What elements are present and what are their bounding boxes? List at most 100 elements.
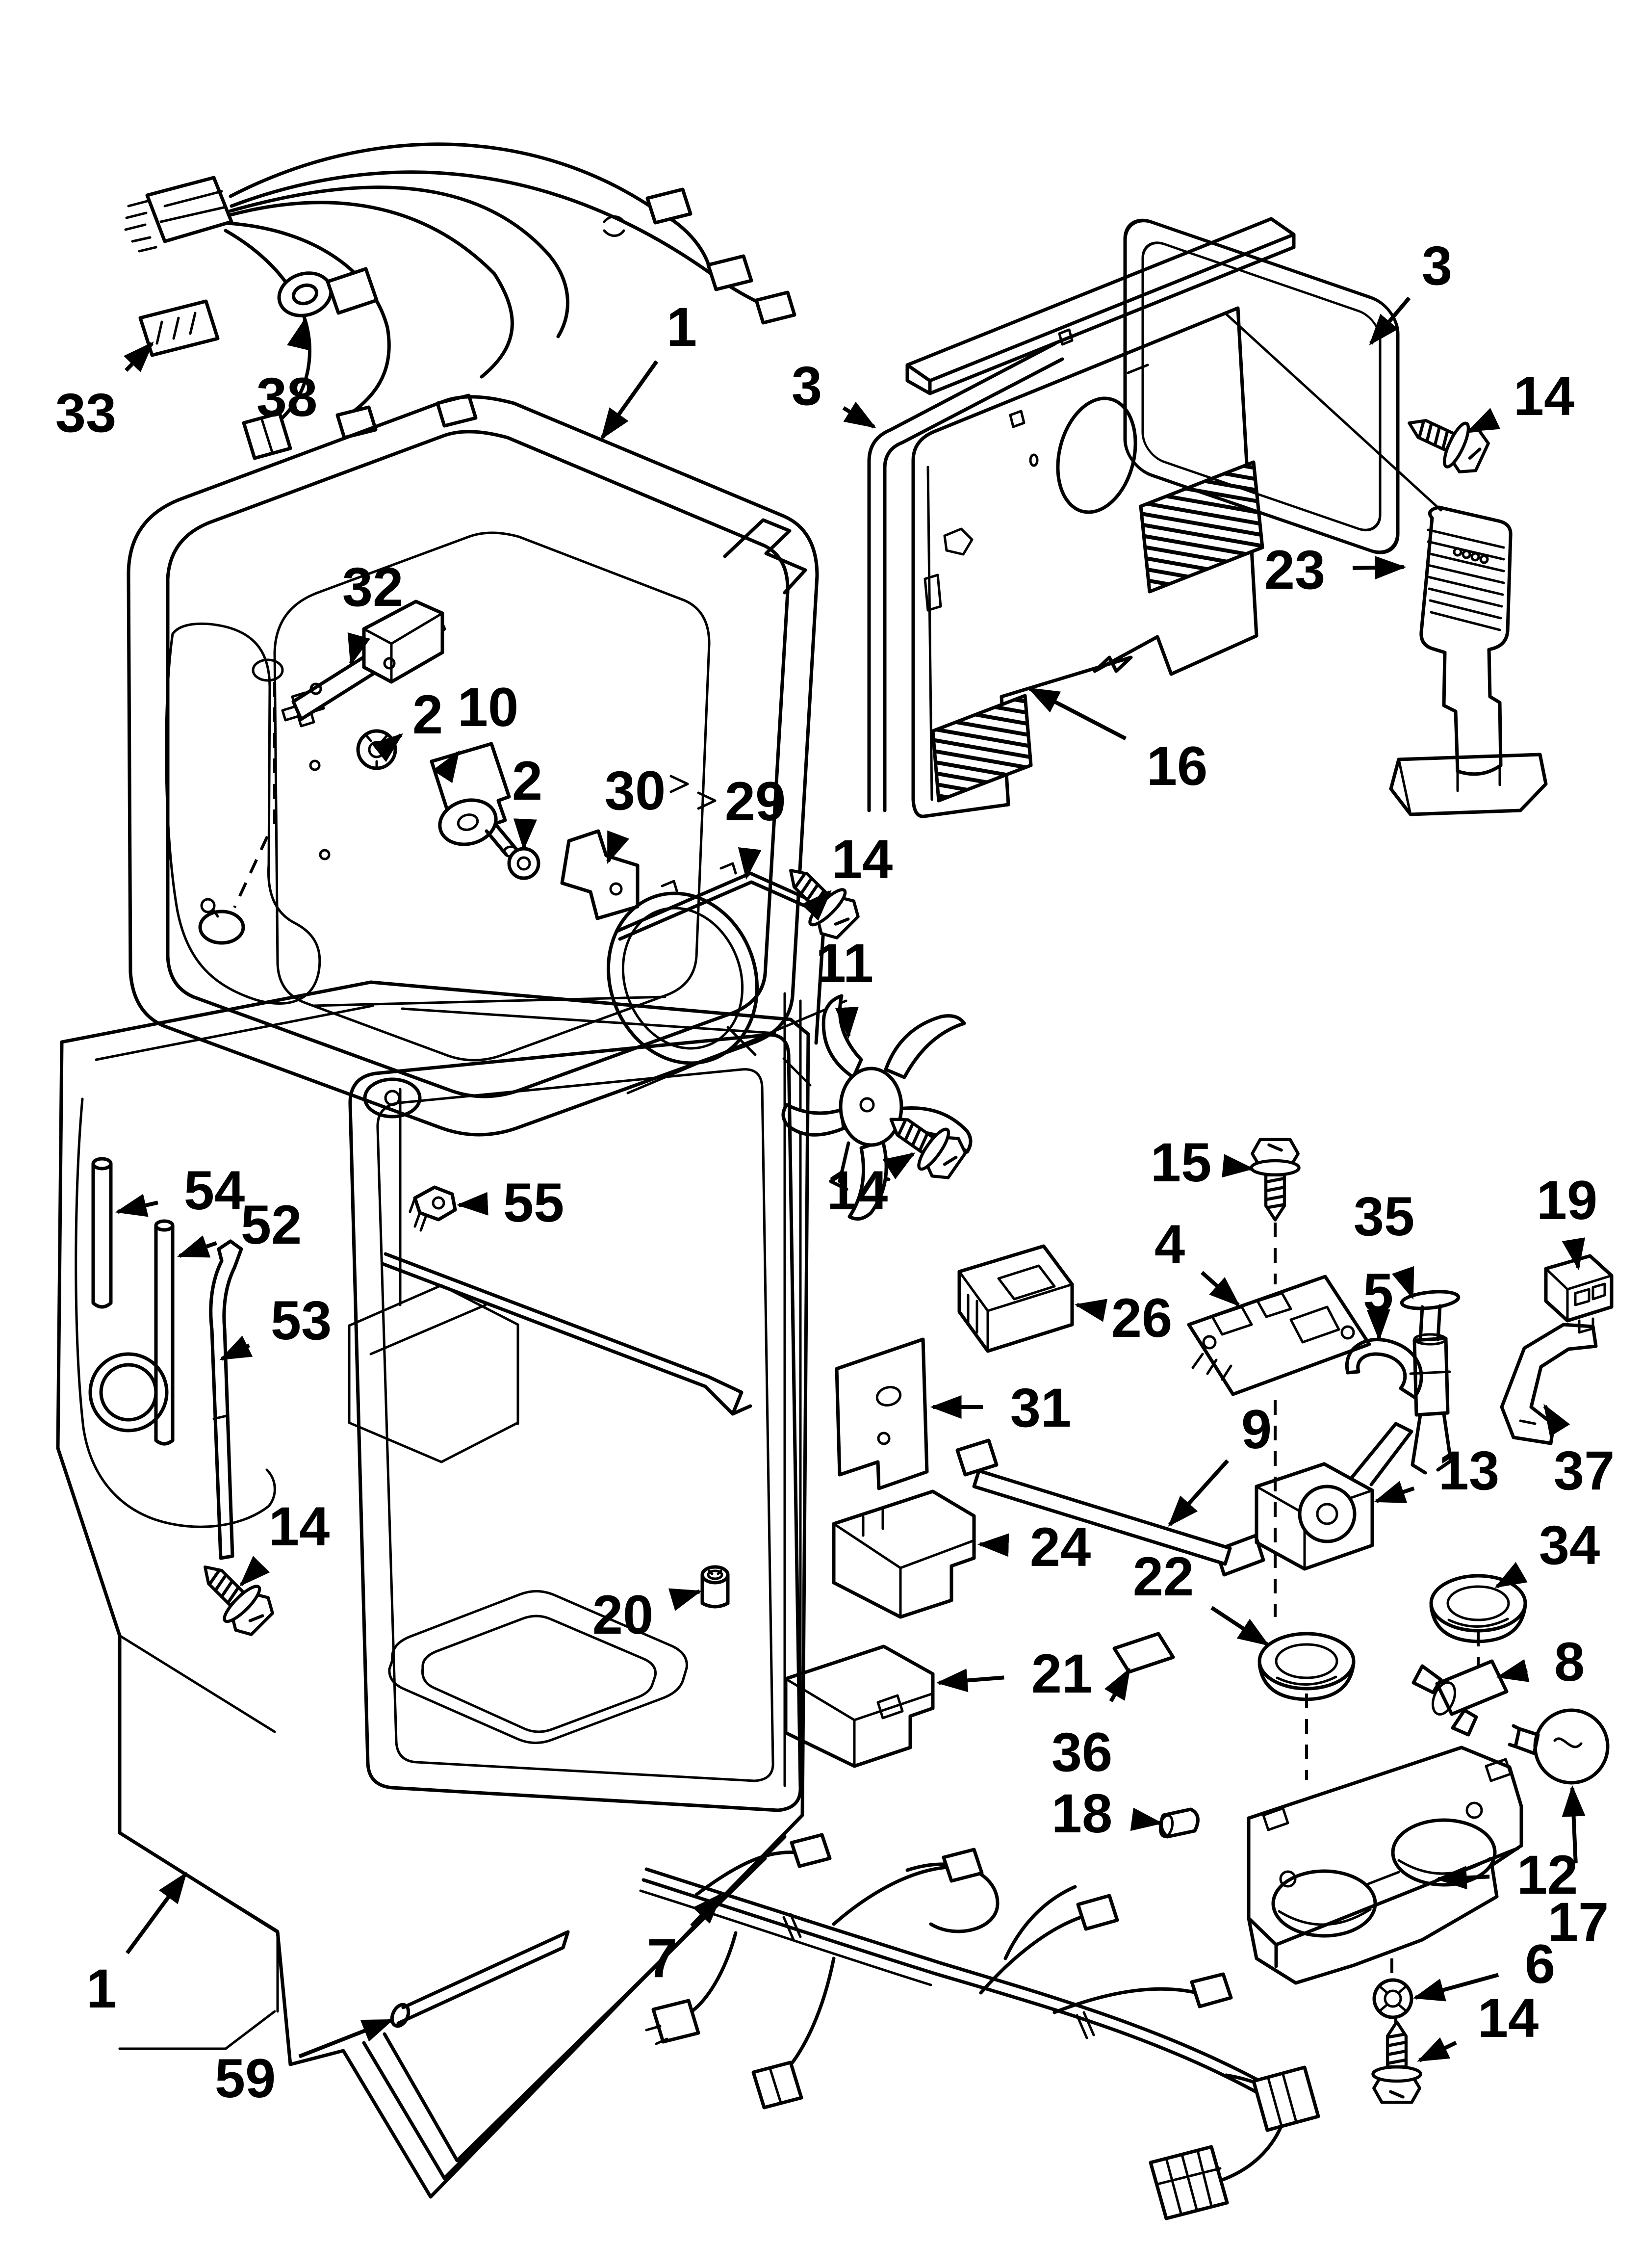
liner-gasket-3-left: [867, 341, 1064, 812]
callout-arrow: [1210, 1606, 1270, 1646]
callout-36-31: 36: [1052, 1668, 1131, 1783]
callout-arrow: [600, 360, 659, 440]
defrost-timer-23: [1389, 505, 1548, 816]
part-number-label: 15: [1151, 1132, 1212, 1193]
part-number-label: 14: [832, 829, 893, 890]
part-number-label: 21: [1031, 1643, 1093, 1704]
callout-arrow: [513, 818, 537, 851]
callout-arrow: [1369, 296, 1411, 346]
callout-arrow: [456, 1192, 488, 1216]
heater-strip-9: [955, 1438, 1232, 1566]
part-number-label: 24: [1030, 1516, 1091, 1578]
lower-liner: [56, 980, 810, 2199]
light-bulb-17: [1508, 1708, 1610, 1785]
part-number-label: 14: [827, 1160, 888, 1221]
part-number-label: 17: [1548, 1891, 1609, 1953]
grommet-28: [198, 835, 269, 945]
callout-arrow: [1562, 1785, 1586, 1864]
callout-arrow: [287, 317, 310, 351]
part-number-label: 59: [215, 2048, 276, 2109]
washer-2b: [507, 847, 540, 880]
part-number-label: 6: [1525, 1933, 1555, 1995]
callout-14-37: 14: [1417, 1987, 1539, 2062]
callout-arrow: [177, 1235, 217, 1258]
drain-tube-59: [390, 1930, 570, 2028]
part-number-label: 5: [1363, 1262, 1393, 1324]
callout-arrow: [842, 401, 876, 429]
callout-19-21: 19: [1537, 1170, 1598, 1271]
callout-21-30: 21: [936, 1643, 1093, 1704]
part-number-label: 52: [241, 1194, 302, 1255]
part-number-label: 14: [1478, 1987, 1539, 2049]
callout-1-2: 1: [600, 296, 697, 440]
callout-arrow: [1562, 1237, 1586, 1271]
part-number-label: 36: [1052, 1721, 1113, 1783]
callout-37-24: 37: [1543, 1404, 1615, 1501]
callout-8-32: 8: [1496, 1631, 1585, 1693]
callout-20-38: 20: [592, 1584, 702, 1645]
part-number-label: 29: [725, 771, 786, 832]
liner-gasket-3-right: [1123, 218, 1400, 554]
part-number-label: 16: [1147, 735, 1208, 797]
callout-15-17: 15: [1151, 1132, 1255, 1193]
callout-arrow: [690, 1893, 723, 1928]
part-number-label: 14: [269, 1496, 330, 1557]
duct-24: [832, 1489, 976, 1619]
part-number-label: 22: [1133, 1546, 1194, 1607]
callout-52-43: 52: [177, 1194, 302, 1258]
callout-arrow: [347, 632, 370, 666]
callout-14-14: 14: [801, 829, 893, 921]
callout-arrow: [124, 341, 154, 372]
lens-cup-22: [1257, 1632, 1356, 1701]
callout-54-42: 54: [115, 1160, 245, 1221]
harness-connector-33: [138, 299, 220, 357]
callout-14-5: 14: [1467, 365, 1574, 433]
part-number-label: 12: [1517, 1844, 1578, 1905]
switch-19: [1544, 1254, 1614, 1334]
callout-2-9: 2: [371, 684, 443, 762]
part-number-label: 19: [1537, 1170, 1598, 1231]
part-number-label: 20: [592, 1584, 654, 1645]
callout-35-19: 35: [1354, 1186, 1415, 1300]
duct-21: [784, 1644, 935, 1768]
callout-arrow: [125, 1872, 187, 1955]
callout-14-16: 14: [827, 1152, 916, 1221]
callout-9-22: 9: [1168, 1399, 1272, 1527]
callout-arrow: [1104, 1668, 1131, 1702]
plate-36: [1112, 1632, 1175, 1674]
drain-tube-54: [91, 1157, 113, 1309]
part-number-label: 26: [1111, 1287, 1173, 1349]
part-number-label: 34: [1539, 1514, 1600, 1576]
callout-26-25: 26: [1074, 1287, 1173, 1349]
callout-arrow: [239, 1556, 270, 1587]
part-number-label: 38: [257, 366, 318, 428]
callout-arrow: [738, 847, 762, 880]
part-number-label: 23: [1264, 539, 1326, 600]
callout-arrow: [115, 1194, 158, 1217]
harness-connector-38: [277, 267, 379, 317]
part-number-label: 33: [55, 382, 117, 443]
callout-arrow: [977, 1533, 1009, 1557]
callout-31-26: 31: [930, 1377, 1072, 1438]
wiring-harness-top: [124, 142, 796, 460]
left-wall-parts: [88, 1157, 730, 1641]
callout-29-13: 29: [725, 771, 786, 880]
callout-12-34: 12: [1435, 1844, 1578, 1905]
callout-arrow: [1467, 408, 1501, 433]
evaporator-panel-16: [911, 306, 1264, 818]
callout-arrow: [1417, 2037, 1457, 2062]
callout-3-4: 3: [1369, 235, 1452, 346]
part-number-label: 8: [1554, 1631, 1585, 1693]
callout-6-36: 6: [1412, 1933, 1555, 2002]
part-number-label: 3: [792, 355, 822, 417]
callout-arrow: [219, 1335, 253, 1361]
callout-14-45: 14: [239, 1496, 330, 1587]
callout-arrow: [606, 830, 630, 864]
part-number-label: 13: [1438, 1440, 1500, 1501]
part-number-label: 31: [1010, 1377, 1072, 1438]
part-number-label: 35: [1354, 1186, 1415, 1247]
rear-panel-assembly: [867, 217, 1548, 818]
